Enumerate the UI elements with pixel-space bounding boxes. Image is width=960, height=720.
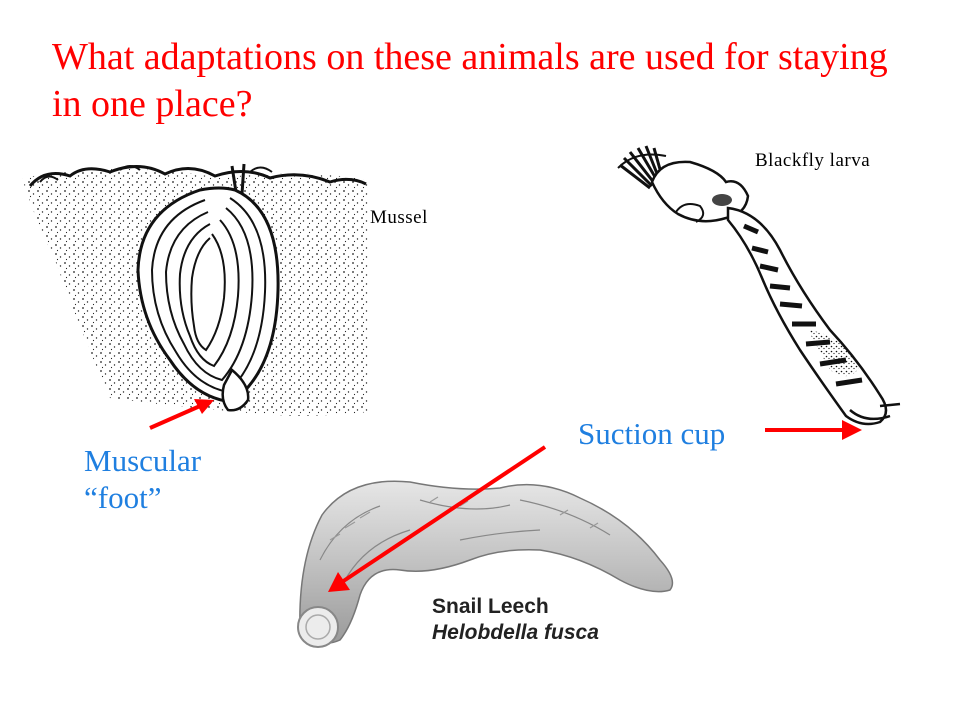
mussel-illustration <box>22 163 368 416</box>
leech-scientific-name: Helobdella fusca <box>432 621 599 644</box>
surface-rocks <box>28 165 367 188</box>
leech-caption: Snail Leech Helobdella fusca <box>432 594 599 646</box>
leech-common-name: Snail Leech <box>432 595 549 618</box>
muscular-foot-label: Muscular “foot” <box>84 442 201 516</box>
arrow-muscular-foot <box>149 399 214 430</box>
arrow-suction-leech <box>328 445 547 592</box>
mussel-foot <box>221 368 250 412</box>
snail-leech-illustration <box>297 480 674 648</box>
larva-body <box>726 206 888 426</box>
larva-suction-end <box>849 402 901 421</box>
blackfly-larva-illustration <box>617 145 901 426</box>
larva-fans <box>619 145 665 190</box>
muscular-foot-line1: Muscular <box>84 443 202 478</box>
muscular-foot-line2: “foot” <box>84 480 162 515</box>
leech-body <box>299 480 674 645</box>
slide-title: What adaptations on these animals are us… <box>52 36 888 125</box>
suction-cup-label: Suction cup <box>578 416 726 451</box>
arrow-suction-larva <box>765 420 862 440</box>
blackfly-larva-label: Blackfly larva <box>755 150 871 171</box>
leech-suction-cup <box>297 606 339 648</box>
larva-head <box>650 160 750 223</box>
siphon <box>230 163 246 195</box>
mussel-label: Mussel <box>370 207 428 228</box>
